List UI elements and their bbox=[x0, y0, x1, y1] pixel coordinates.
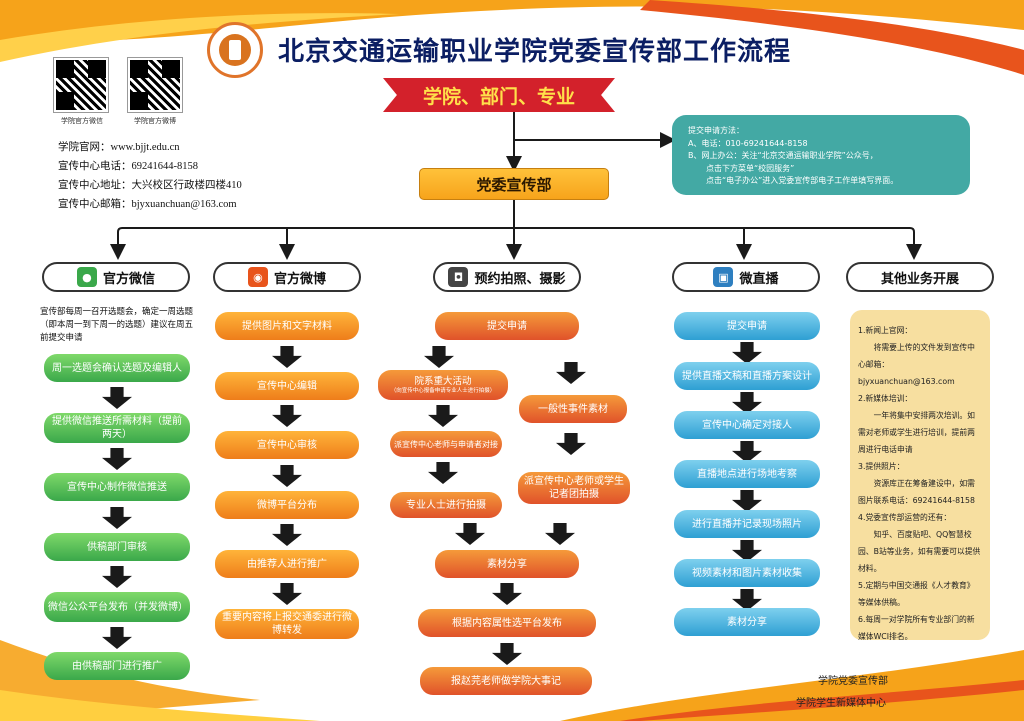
wechat-step-4: 供稿部门审核 bbox=[44, 533, 190, 561]
other-business-box: 1.新闻上官网： 将需要上传的文件发到宣传中心邮箱：bjyxuanchuan@1… bbox=[850, 310, 990, 641]
photo-publish: 根据内容属性选平台发布 bbox=[418, 609, 596, 637]
live-stream-icon: ▣ bbox=[713, 267, 734, 287]
wechat-qr bbox=[53, 57, 109, 113]
category-other: 其他业务开展 bbox=[846, 262, 994, 292]
wechat-note: 宣传部每周一召开选题会，确定一周选题（即本周一到下周一的选题）建议在周五前提交申… bbox=[40, 307, 194, 343]
wechat-step-1: 周一选题会确认选题及编辑人 bbox=[44, 354, 190, 382]
contact-info: 学院官网：www.bjjt.edu.cn 宣传中心电话：69241644-815… bbox=[58, 138, 242, 214]
live-step-7: 素材分享 bbox=[674, 608, 820, 636]
footer-dept: 学院党委宣传部 bbox=[818, 676, 888, 687]
category-weibo: ◉ 官方微博 bbox=[213, 262, 361, 292]
live-step-1: 提交申请 bbox=[674, 312, 820, 340]
camera-icon: ◘ bbox=[448, 267, 469, 287]
phone: 宣传中心电话：69241644-8158 bbox=[58, 161, 198, 172]
page-title: 北京交通运输职业学院党委宣传部工作流程 bbox=[278, 37, 792, 67]
scope-ribbon: 学院、部门、专业 bbox=[383, 78, 615, 112]
wechat-step-5: 微信公众平台发布（并发微博） bbox=[44, 592, 190, 622]
live-step-4: 直播地点进行场地考察 bbox=[674, 460, 820, 488]
weibo-step-3: 宣传中心审核 bbox=[215, 431, 359, 459]
weibo-step-6: 重要内容将上报交通委进行微博转发 bbox=[215, 609, 359, 639]
photo-student-reporters: 派宣传中心老师或学生记者团拍摄 bbox=[518, 472, 630, 504]
qr-code-icon bbox=[127, 57, 183, 113]
category-live: ▣ 微直播 bbox=[672, 262, 820, 292]
wechat-step-3: 宣传中心制作微信推送 bbox=[44, 473, 190, 501]
live-step-5: 进行直播并记录现场照片 bbox=[674, 510, 820, 538]
live-step-6: 视频素材和图片素材收集 bbox=[674, 559, 820, 587]
email: 宣传中心邮箱：bjyxuanchuan@163.com bbox=[58, 199, 237, 210]
submit-method-box: 提交申请方法： A、电话：010-69241644-8158 B、网上办公：关注… bbox=[672, 115, 970, 195]
photo-pro-shoot: 专业人士进行拍摄 bbox=[390, 492, 502, 518]
weibo-icon: ◉ bbox=[247, 267, 268, 287]
qr-code-icon bbox=[53, 57, 109, 113]
address: 宣传中心地址：大兴校区行政楼四楼410 bbox=[58, 180, 242, 191]
photo-assign-teacher: 派宣传中心老师与申请者对接 bbox=[390, 431, 502, 457]
weibo-qr-label: 学院官方微博 bbox=[134, 117, 176, 125]
photo-submit: 提交申请 bbox=[435, 312, 579, 340]
live-step-2: 提供直播文稿和直播方案设计 bbox=[674, 362, 820, 390]
wechat-qr-label: 学院官方微信 bbox=[61, 117, 103, 125]
weibo-step-2: 宣传中心编辑 bbox=[215, 372, 359, 400]
photo-material-share: 素材分享 bbox=[435, 550, 579, 578]
party-publicity-dept-box: 党委宣传部 bbox=[419, 168, 609, 200]
weibo-qr bbox=[127, 57, 183, 113]
live-step-3: 宣传中心确定对接人 bbox=[674, 411, 820, 439]
website: 学院官网：www.bjjt.edu.cn bbox=[58, 142, 180, 153]
wechat-step-2: 提供微信推送所需材料（提前两天） bbox=[44, 413, 190, 443]
weibo-step-5: 由推荐人进行推广 bbox=[215, 550, 359, 578]
weibo-step-4: 微博平台分布 bbox=[215, 491, 359, 519]
category-wechat: ● 官方微信 bbox=[42, 262, 190, 292]
wechat-step-6: 由供稿部门进行推广 bbox=[44, 652, 190, 680]
photo-report: 报赵芫老师做学院大事记 bbox=[420, 667, 592, 695]
college-logo bbox=[207, 22, 263, 78]
photo-major-event: 院系重大活动 （向宣传中心报备申请专业人士进行拍摄） bbox=[378, 370, 508, 400]
footer-media-center: 学院学生新媒体中心 bbox=[796, 698, 886, 709]
category-photo: ◘ 预约拍照、摄影 bbox=[433, 262, 581, 292]
weibo-step-1: 提供图片和文字材料 bbox=[215, 312, 359, 340]
photo-general-event: 一般性事件素材 bbox=[519, 395, 627, 423]
wechat-icon: ● bbox=[76, 267, 97, 287]
